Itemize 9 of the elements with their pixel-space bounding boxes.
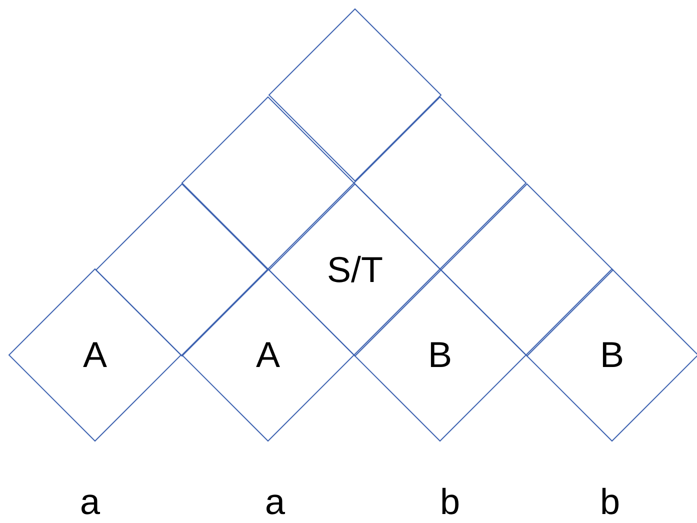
terminal-symbol: b (440, 484, 460, 520)
nonterminal-symbol: A (256, 337, 280, 373)
terminal-symbol: a (264, 484, 286, 520)
nonterminal-symbol: A (83, 337, 107, 373)
nonterminal-symbol: S/T (327, 252, 383, 288)
nonterminal-symbol: B (428, 337, 452, 373)
terminal-symbol: a (80, 484, 100, 520)
terminal-symbol: b (600, 484, 620, 520)
nonterminal-symbol: B (600, 337, 624, 373)
